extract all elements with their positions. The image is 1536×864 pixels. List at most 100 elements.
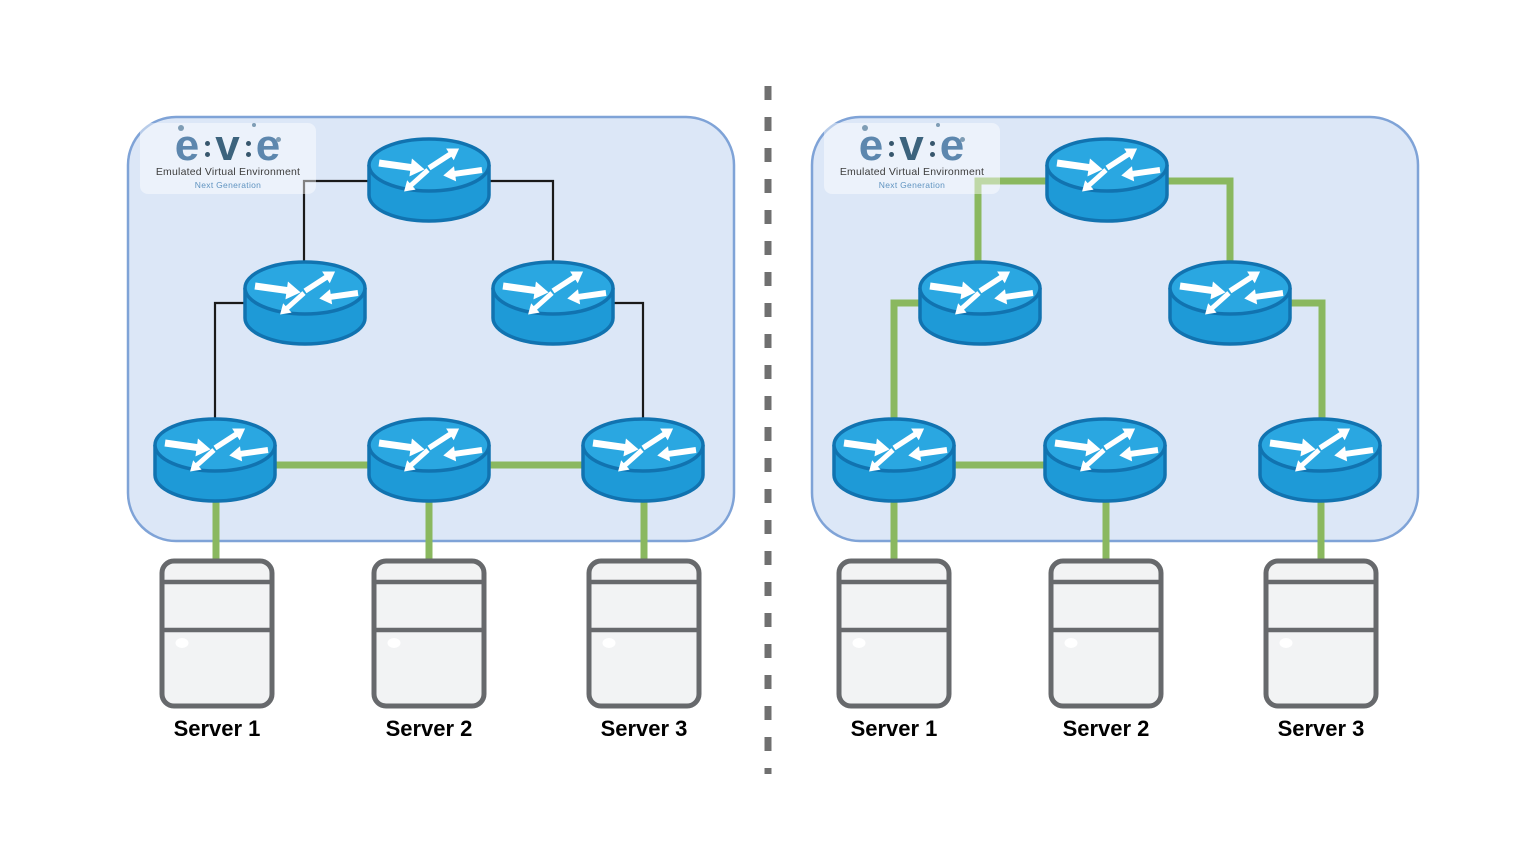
router-arrow	[908, 446, 948, 462]
router-arrow	[164, 438, 211, 457]
router-icon	[1168, 260, 1292, 346]
router-arrow	[1119, 446, 1159, 462]
server-label: Server 3	[1278, 716, 1365, 741]
eve-logo-wordmark: e v e	[142, 121, 314, 170]
server-led	[387, 638, 401, 648]
logo-subtitle: Next Generation	[194, 180, 262, 190]
server-node: Server 3	[1263, 558, 1379, 741]
router-icon	[367, 417, 491, 503]
link-black	[213, 301, 250, 430]
router-arrow	[213, 428, 246, 451]
link-green	[890, 299, 925, 430]
server-led	[1279, 638, 1293, 648]
router-arrow	[528, 291, 554, 315]
router-arrow	[443, 166, 483, 182]
server-label: Server 1	[851, 716, 938, 741]
server-led	[602, 638, 616, 648]
router-arrow	[1179, 281, 1226, 300]
router-arrow	[1334, 446, 1374, 462]
router-arrow	[929, 281, 976, 300]
logo-colon-dots	[245, 135, 251, 157]
router-arrow	[657, 446, 697, 462]
server-node: Server 1	[836, 558, 952, 741]
router-arrow	[592, 438, 639, 457]
server-node: Server 2	[371, 558, 487, 741]
router-arrow	[1318, 428, 1351, 451]
logo-letter: e	[939, 121, 966, 170]
router-icon	[1043, 417, 1167, 503]
router-arrow	[229, 446, 269, 462]
router-arrow	[280, 291, 306, 315]
link-green	[1285, 299, 1326, 430]
server-node: Server 1	[159, 558, 275, 741]
logo-letter: v	[215, 121, 241, 170]
link-black	[607, 301, 645, 430]
router-arrow	[641, 428, 674, 451]
router-arrow	[551, 271, 584, 294]
router-arrow	[892, 428, 925, 451]
router-arrow	[1244, 289, 1284, 305]
router-icon	[918, 260, 1042, 346]
logo-network-dot	[178, 125, 184, 131]
server-node: Server 2	[1048, 558, 1164, 741]
router-arrow	[618, 448, 644, 472]
router-arrow	[427, 148, 460, 171]
logo-network-dot	[960, 137, 965, 142]
eve-logo: e v e Emulated Virtual Environment Next …	[140, 123, 316, 194]
router-arrow	[404, 168, 430, 192]
router-icon	[832, 417, 956, 503]
eve-logo: e v e Emulated Virtual Environment Next …	[824, 123, 1000, 194]
server-led	[852, 638, 866, 648]
router-icon	[367, 137, 491, 223]
server-label: Server 1	[174, 716, 261, 741]
router-arrow	[1054, 438, 1101, 457]
router-arrow	[427, 428, 460, 451]
router-arrow	[843, 438, 890, 457]
router-arrow	[1228, 271, 1261, 294]
link-black	[480, 179, 555, 268]
router-arrow	[1269, 438, 1316, 457]
eve-logo-wordmark: e v e	[826, 121, 998, 170]
router-icon	[1258, 417, 1382, 503]
logo-colon-dots	[929, 135, 935, 157]
router-arrow	[378, 438, 425, 457]
link-green	[974, 177, 1060, 268]
logo-letter: v	[899, 121, 925, 170]
router-arrow	[1056, 158, 1103, 177]
router-icon	[491, 260, 615, 346]
router-arrow	[1205, 291, 1231, 315]
link-green	[1155, 177, 1234, 268]
router-arrow	[1121, 166, 1161, 182]
router-arrow	[1080, 448, 1106, 472]
router-arrow	[190, 448, 216, 472]
server-label: Server 3	[601, 716, 688, 741]
router-arrow	[443, 446, 483, 462]
logo-colon-dots	[889, 135, 895, 157]
router-arrow	[1295, 448, 1321, 472]
router-icon	[153, 417, 277, 503]
logo-letter: e	[255, 121, 282, 170]
router-arrow	[869, 448, 895, 472]
router-arrow	[254, 281, 301, 300]
router-arrow	[1082, 168, 1108, 192]
router-arrow	[303, 271, 336, 294]
logo-tagline: Emulated Virtual Environment	[155, 166, 301, 178]
router-arrow	[567, 289, 607, 305]
router-arrow	[1103, 428, 1136, 451]
logo-letter: e	[858, 121, 885, 170]
server-label: Server 2	[386, 716, 473, 741]
router-arrow	[978, 271, 1011, 294]
router-arrow	[378, 158, 425, 177]
link-black	[302, 179, 380, 268]
router-arrow	[994, 289, 1034, 305]
logo-network-dot	[862, 125, 868, 131]
logo-tagline: Emulated Virtual Environment	[839, 166, 985, 178]
logo-colon-dots	[205, 135, 211, 157]
router-arrow	[319, 289, 359, 305]
logo-network-dot	[252, 123, 256, 127]
server-led	[1064, 638, 1078, 648]
server-led	[175, 638, 189, 648]
logo-network-dot	[276, 137, 281, 142]
